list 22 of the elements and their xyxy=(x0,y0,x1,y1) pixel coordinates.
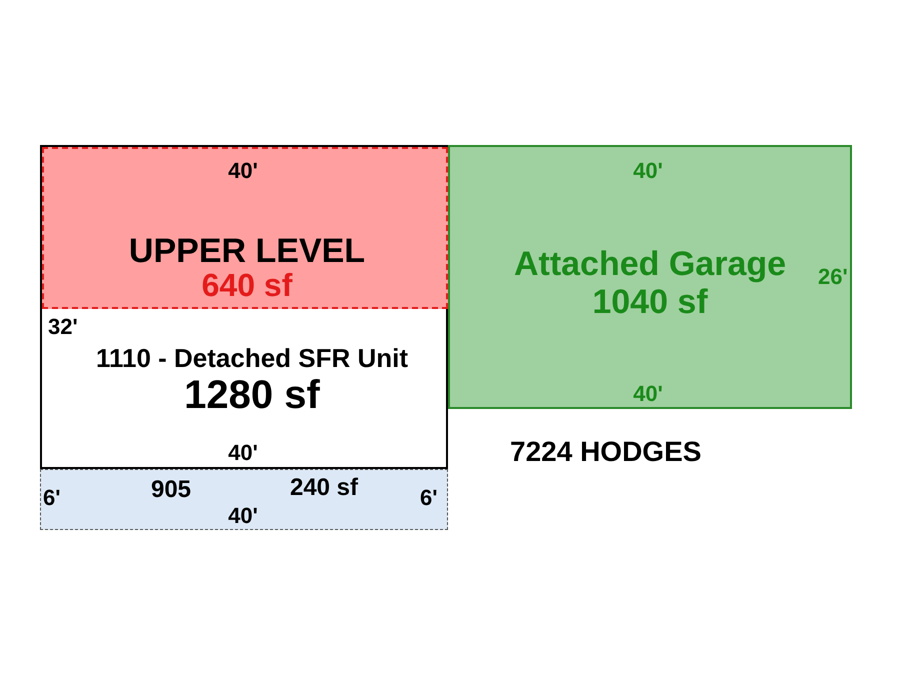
unit-title: 1110 - Detached SFR Unit xyxy=(96,345,408,371)
dimension-label: 40' xyxy=(633,160,663,182)
upper-level-area xyxy=(42,147,448,309)
garage-area xyxy=(448,145,852,409)
dimension-label: 40' xyxy=(633,383,663,405)
dimension-label: 32' xyxy=(48,316,78,338)
area-value: 640 sf xyxy=(202,269,292,301)
porch-area xyxy=(40,469,448,530)
area-value: 240 sf xyxy=(290,476,358,500)
dimension-label: 40' xyxy=(228,442,258,464)
unit-number: 905 xyxy=(150,478,192,502)
dimension-label: 40' xyxy=(228,160,258,182)
dimension-label: 6' xyxy=(43,487,60,509)
dimension-label: 40' xyxy=(228,505,258,527)
area-value: 1280 sf xyxy=(184,375,320,415)
unit-outline xyxy=(40,145,448,469)
dimension-label: 26' xyxy=(818,266,848,288)
level-title: UPPER LEVEL xyxy=(128,234,366,268)
address-label: 7224 HODGES xyxy=(510,438,702,466)
area-value: 1040 sf xyxy=(592,285,708,319)
dimension-label: 6' xyxy=(420,487,438,509)
garage-title: Attached Garage xyxy=(514,247,786,281)
